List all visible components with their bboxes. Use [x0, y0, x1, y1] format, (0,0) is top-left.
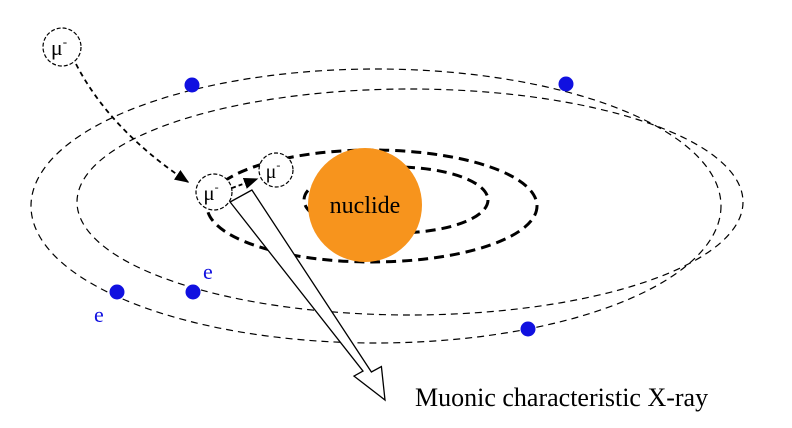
- xray-caption: Muonic characteristic X-ray: [415, 383, 708, 412]
- muon-symbol: μ-: [51, 34, 67, 60]
- nucleus: [308, 148, 422, 262]
- electron-dot: [558, 76, 574, 92]
- muon-circle: [258, 152, 294, 188]
- muon-state-outer: μ-: [195, 173, 233, 211]
- nucleus-label: nuclide: [330, 193, 401, 219]
- incoming-muon: μ-: [42, 27, 82, 67]
- muon-circle: [42, 27, 82, 67]
- xray-emission-arrow: [229, 189, 386, 402]
- middle-electron-orbit: [76, 88, 744, 316]
- electron-dot: [184, 77, 200, 93]
- muon-symbol: μ-: [203, 180, 218, 205]
- electron-label: e: [203, 259, 213, 284]
- electron-dot: [520, 321, 536, 337]
- muon-symbol: μ-: [266, 158, 281, 183]
- outer-electron-orbit: [30, 68, 722, 344]
- electron-dot: [185, 284, 201, 300]
- muon-capture-path-arrow: [75, 63, 190, 183]
- electron-label: e: [94, 302, 104, 327]
- muon-circle: [195, 173, 233, 211]
- muon-transition-arrow: [231, 177, 259, 189]
- electron-dot: [109, 284, 125, 300]
- muon-state-inner: μ-: [258, 152, 294, 188]
